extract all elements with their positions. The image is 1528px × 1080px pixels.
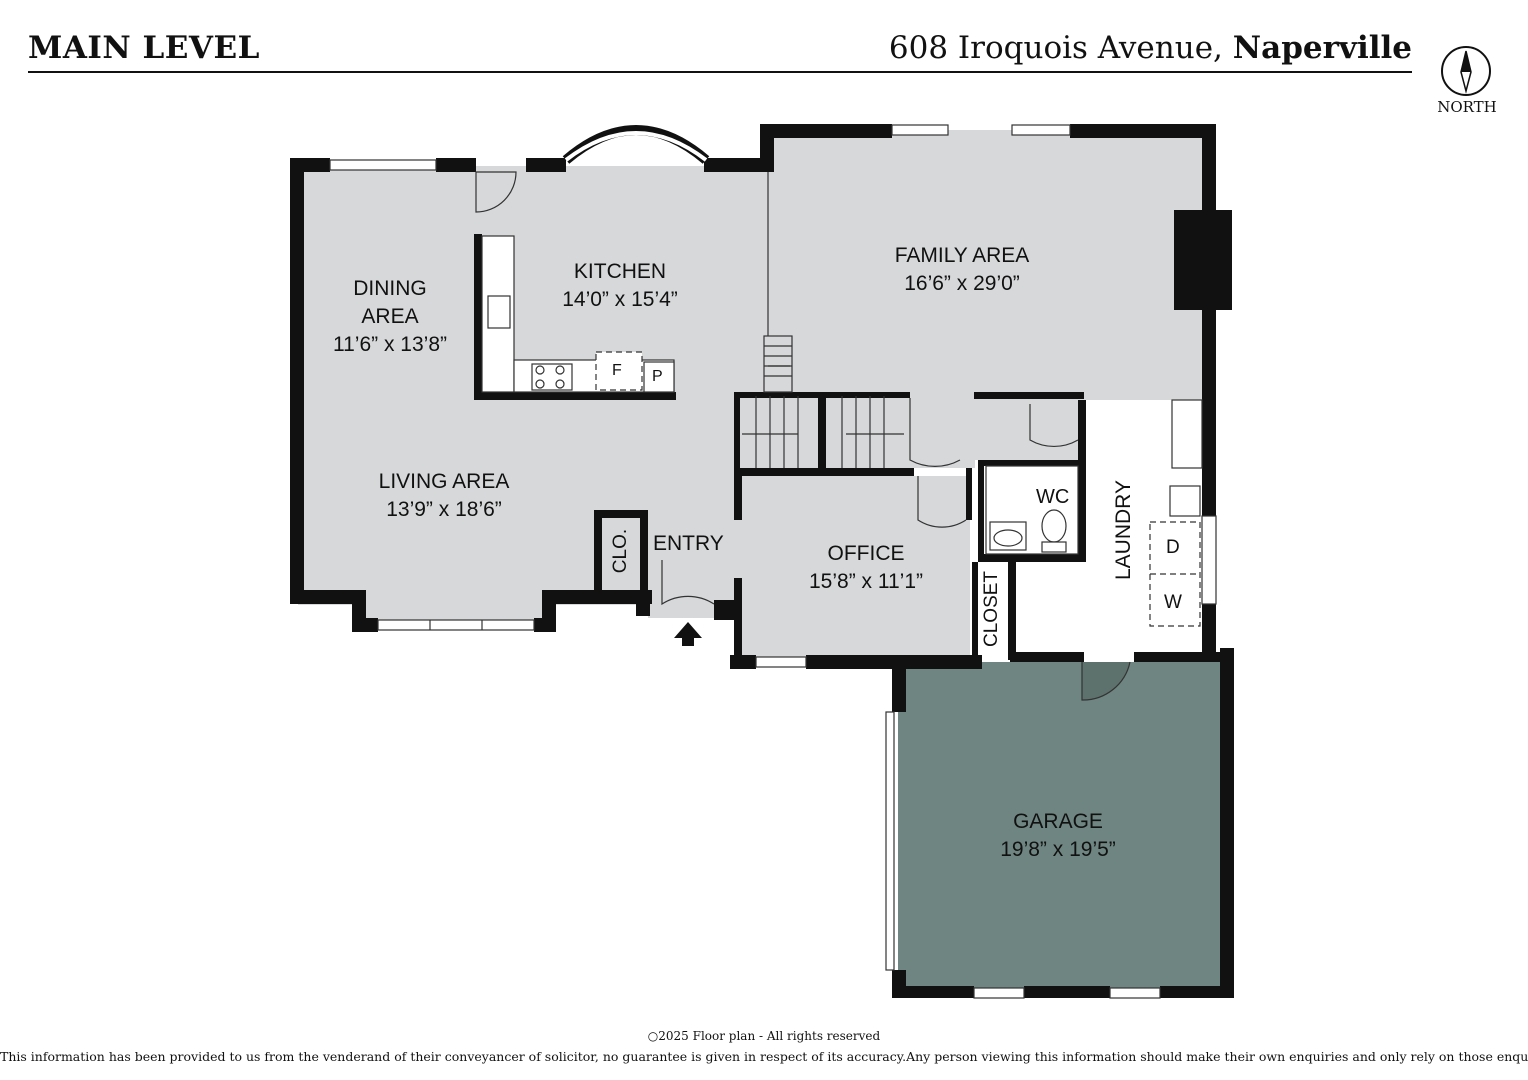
fridge-label: F [612,362,622,379]
level-title: MAIN LEVEL [28,30,260,66]
entry-label: ENTRY [653,532,724,555]
garage-label: GARAGE 19’8” x 19’5” [1000,810,1116,861]
closet-small-label: CLO. [610,528,631,574]
compass-label: NORTH [1437,98,1497,116]
family-area-label: FAMILY AREA 16’6” x 29’0” [894,244,1030,295]
entry-arrow [674,622,702,646]
garage-floor [898,662,1228,992]
kitchen-counters [481,235,675,393]
disclaimer: This information has been provided to us… [0,1049,1528,1064]
main-living-floor [298,130,1208,620]
address-title: 608 Iroquois Avenue, Naperville [889,30,1412,66]
copyright-icon: ○ [647,1029,659,1043]
compass-icon [1441,46,1491,96]
dryer-label: D [1166,537,1180,558]
closet-label: CLOSET [981,570,1002,647]
fixtures [985,399,1203,627]
office-floor [740,476,970,660]
laundry-label: LAUNDRY [1112,480,1135,580]
doors [475,171,1131,701]
pantry-label: P [652,368,663,385]
room-fills [298,130,1228,992]
office-label: OFFICE 15’8” x 11’1” [808,542,924,593]
address-street: 608 Iroquois Avenue, [888,30,1233,66]
copyright-line: ○2025 Floor plan - All rights reserved [647,1029,881,1043]
washer-label: W [1164,592,1182,613]
kitchen-label: KITCHEN 14’0” x 15’4” [562,260,678,311]
header-rule [28,71,1412,73]
living-area-label: LIVING AREA 13’9” x 18’6” [378,470,510,521]
dining-area-label: DINING AREA 11’6” x 13’8” [332,277,448,356]
windows [329,124,1217,999]
stairs [742,172,904,468]
address-city: Naperville [1232,30,1412,66]
wc-label: WC [1036,486,1070,508]
